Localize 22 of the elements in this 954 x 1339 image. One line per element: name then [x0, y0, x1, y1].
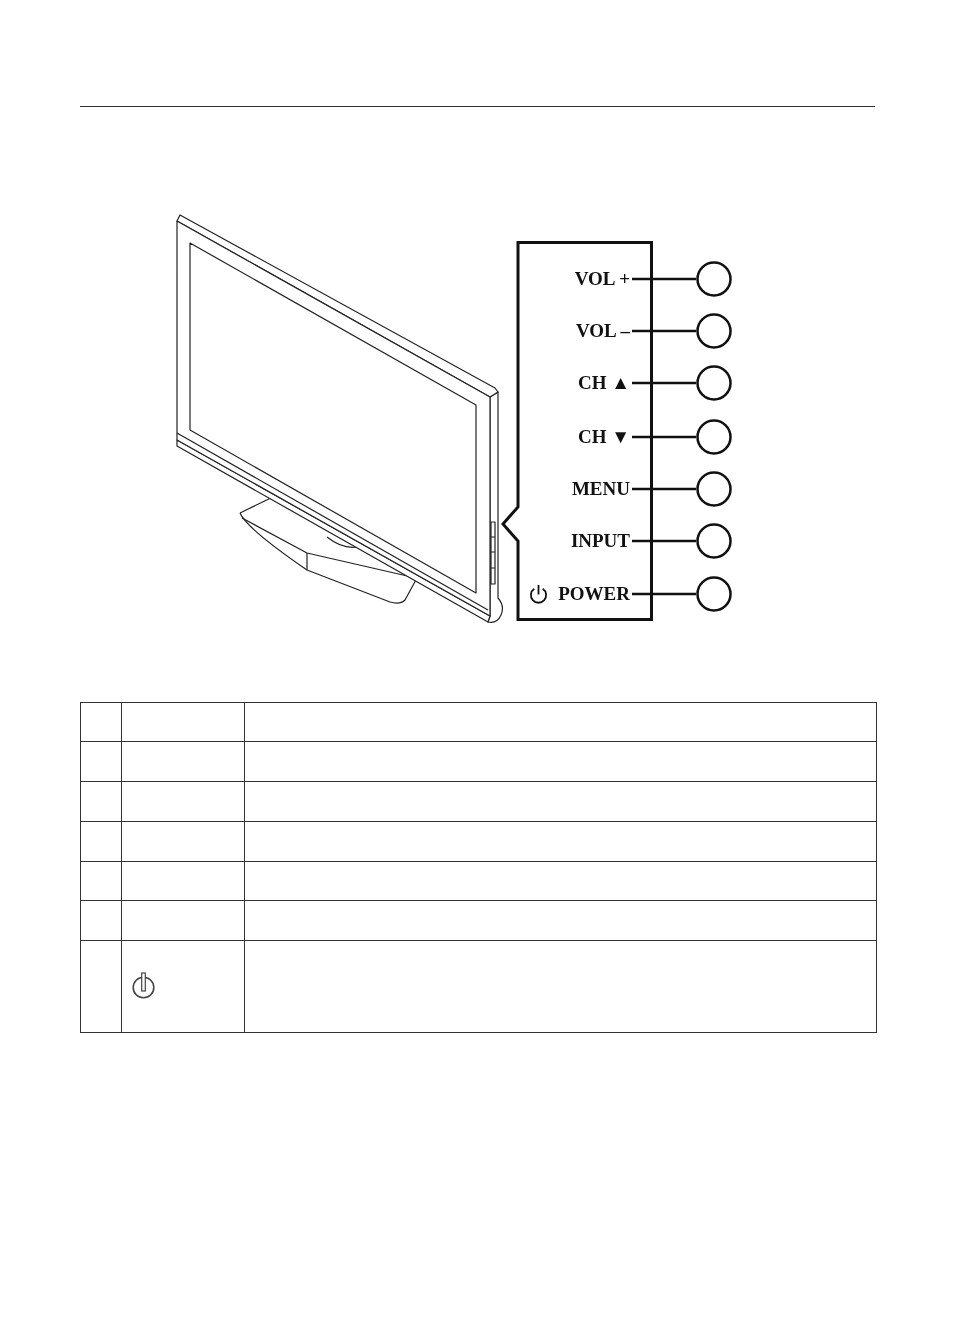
- button-label: MENU: [571, 478, 630, 500]
- button-label: INPUT: [570, 530, 630, 552]
- leader-line: [632, 487, 696, 491]
- leader-line: [632, 592, 696, 596]
- button-label: CH ▼: [577, 426, 630, 448]
- callout-circle: [696, 365, 732, 401]
- callout-circle: [696, 471, 732, 507]
- leader-line: [632, 381, 696, 385]
- callout-circle: [696, 419, 732, 455]
- callout-circle: [696, 576, 732, 612]
- callout-circle: [696, 313, 732, 349]
- button-label: VOL +: [574, 268, 630, 290]
- leader-line: [632, 435, 696, 439]
- leader-line: [632, 277, 696, 281]
- callout-circle: [696, 523, 732, 559]
- button-label: POWER: [558, 583, 630, 605]
- button-label: VOL –: [576, 320, 630, 342]
- leader-line: [632, 539, 696, 543]
- leader-line: [632, 329, 696, 333]
- callout-panel: [500, 241, 653, 621]
- button-label: CH ▲: [577, 372, 630, 394]
- callout-circle: [696, 261, 732, 297]
